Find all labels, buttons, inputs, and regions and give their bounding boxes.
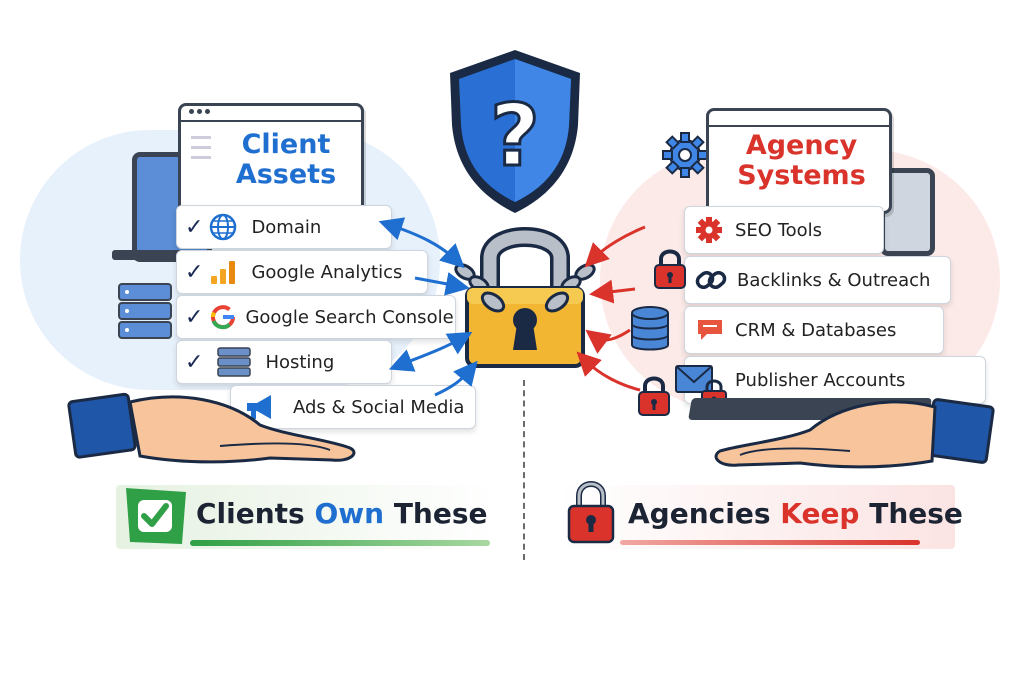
shield-question-icon: ?: [440, 45, 590, 215]
agency-system-label: Publisher Accounts: [735, 369, 906, 391]
gear-icon: [660, 130, 710, 180]
svg-text:?: ?: [490, 86, 540, 186]
google-icon: [209, 303, 237, 331]
footer-emphasis-word: Keep: [780, 497, 860, 530]
clients-own-these-text: Clients Own These: [196, 497, 488, 530]
left-server-icon: [117, 282, 173, 340]
client-asset-item-google-analytics: ✓ Google Analytics: [176, 250, 428, 294]
agency-systems-title-line1: Agency: [745, 130, 858, 161]
chain-link-icon: [695, 266, 727, 294]
agency-system-label: CRM & Databases: [735, 319, 897, 341]
client-asset-label: Google Search Console: [245, 306, 454, 328]
check-icon: ✓: [185, 349, 204, 375]
red-padlock-icon: [566, 478, 616, 546]
client-asset-label: Hosting: [265, 351, 335, 373]
client-asset-item-ads-social-media: Ads & Social Media: [230, 385, 476, 429]
footer-word: Agencies: [628, 497, 771, 530]
agency-system-item-crm-databases: CRM & Databases: [684, 306, 944, 354]
agency-systems-title: Agency Systems: [729, 131, 874, 191]
client-assets-title-line2: Assets: [235, 159, 337, 190]
agencies-keep-these-text: Agencies Keep These: [628, 497, 963, 530]
analytics-icon: [209, 258, 237, 286]
client-asset-item-domain: ✓ Domain: [176, 205, 392, 249]
envelope-icon: [674, 364, 714, 394]
chained-padlock-icon: [445, 210, 605, 370]
padlock-icon: [652, 248, 688, 290]
client-asset-item-hosting: ✓ Hosting: [176, 340, 392, 384]
check-icon: ✓: [185, 304, 204, 330]
padlock-icon: [636, 375, 672, 417]
server-icon: [217, 347, 252, 377]
check-icon: ✓: [185, 259, 204, 285]
receiving-hand-right: [700, 385, 1000, 485]
agency-system-item-publisher-accounts: Publisher Accounts: [684, 356, 986, 404]
client-asset-label: Ads & Social Media: [293, 396, 465, 418]
agency-systems-window: Agency Systems: [706, 108, 892, 214]
right-arrows: [576, 225, 646, 392]
giving-hand-left: [67, 380, 370, 480]
footer-word: These: [869, 497, 963, 530]
agency-system-label: Backlinks & Outreach: [737, 269, 931, 291]
red-underline: [620, 540, 920, 545]
left-arrows: [378, 217, 478, 397]
client-assets-window: Client Assets: [178, 103, 364, 214]
agency-system-item-backlinks-outreach: Backlinks & Outreach: [684, 256, 951, 304]
client-asset-label: Domain: [251, 216, 322, 238]
client-assets-title-line1: Client: [241, 129, 331, 160]
agency-systems-title-line2: Systems: [737, 160, 866, 191]
green-underline: [190, 540, 490, 546]
client-assets-title: Client Assets: [221, 130, 351, 190]
client-asset-item-google-search-console: ✓ Google Search Console: [176, 295, 456, 339]
agency-system-label: SEO Tools: [735, 219, 823, 241]
footer-emphasis-word: Own: [314, 497, 385, 530]
agency-system-item-seo-tools: SEO Tools: [684, 206, 884, 254]
database-icon: [628, 305, 672, 353]
megaphone-icon: [243, 392, 277, 422]
globe-icon: [209, 213, 237, 241]
gear-icon: [695, 216, 723, 244]
agencies-keep-banner: [560, 485, 955, 549]
footer-word: These: [393, 497, 488, 530]
center-divider: [523, 380, 525, 560]
chat-bubble-icon: [695, 316, 725, 344]
left-laptop-base: [112, 250, 212, 260]
client-asset-label: Google Analytics: [251, 261, 403, 283]
green-check-badge-icon: [126, 488, 186, 546]
footer-word: Clients: [196, 497, 305, 530]
check-icon: ✓: [185, 214, 204, 240]
